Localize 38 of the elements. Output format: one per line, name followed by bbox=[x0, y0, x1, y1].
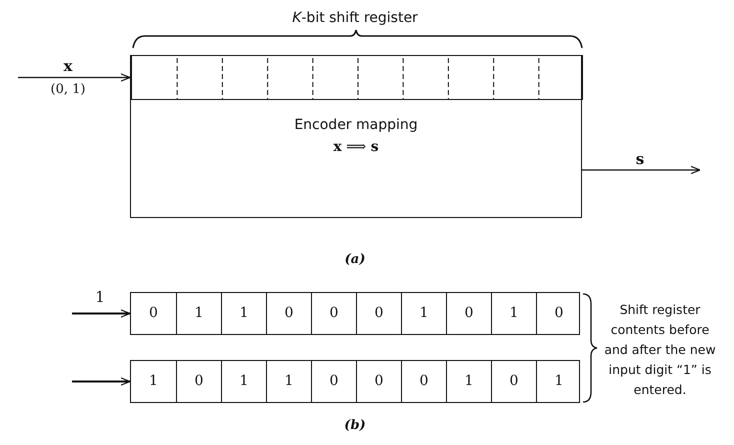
register-cell: 0 bbox=[491, 360, 536, 402]
edge-label: s bbox=[636, 150, 644, 168]
encoder-box bbox=[130, 55, 582, 218]
subfigure-label: (b) bbox=[344, 418, 366, 433]
register-row bbox=[130, 360, 580, 403]
register-cell: 1 bbox=[536, 360, 581, 402]
register-cell: 0 bbox=[356, 360, 401, 402]
subfigure-label: (a) bbox=[344, 252, 366, 267]
arrow bbox=[582, 166, 701, 174]
register-cell: 0 bbox=[356, 292, 401, 334]
arrow bbox=[72, 377, 131, 386]
register-cell: 1 bbox=[491, 292, 536, 334]
register-cell: 0 bbox=[311, 292, 356, 334]
input-range-label: (0, 1) bbox=[50, 82, 86, 97]
register-cell: 0 bbox=[536, 292, 581, 334]
register-cell: 1 bbox=[221, 292, 266, 334]
register-cell: 1 bbox=[176, 292, 221, 334]
shift-register-box bbox=[131, 55, 583, 100]
register-cell: 0 bbox=[176, 360, 221, 402]
edge-label: x bbox=[64, 57, 72, 75]
arrow bbox=[72, 309, 131, 318]
register-cell: 0 bbox=[446, 292, 491, 334]
register-cell: 0 bbox=[131, 292, 176, 334]
mapping-formula: x ⟹ s bbox=[333, 139, 379, 155]
encoder-title: Encoder mapping bbox=[294, 117, 418, 133]
arrow bbox=[18, 73, 131, 82]
register-cell: 0 bbox=[266, 292, 311, 334]
register-row bbox=[130, 292, 580, 335]
register-cell: 1 bbox=[131, 360, 176, 402]
register-cell: 0 bbox=[401, 360, 446, 402]
edge-label: 1 bbox=[95, 288, 105, 306]
register-cell: 1 bbox=[266, 360, 311, 402]
register-cell: 1 bbox=[446, 360, 491, 402]
register-cell: 1 bbox=[221, 360, 266, 402]
register-cell: 1 bbox=[401, 292, 446, 334]
register-cell: 0 bbox=[311, 360, 356, 402]
annotation-note: Shift register contents before and after the new input digit “1” is entered. bbox=[603, 301, 717, 399]
bracket-label: K-bit shift register bbox=[292, 10, 418, 26]
